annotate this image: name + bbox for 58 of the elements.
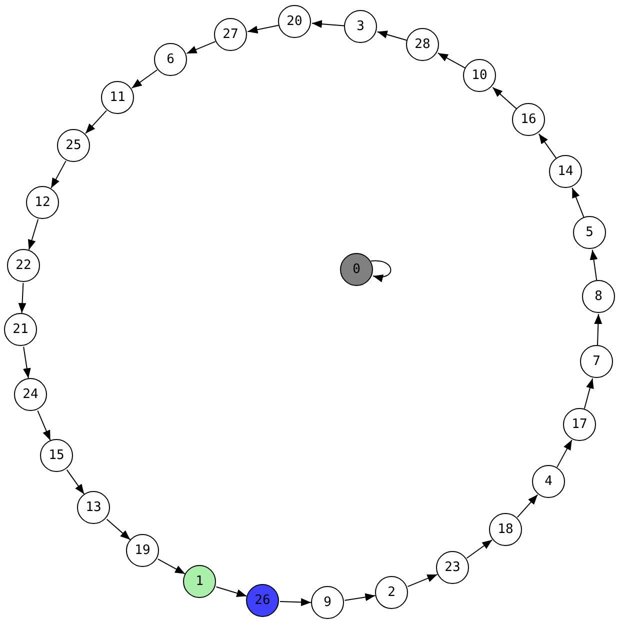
- graph-node: 19: [126, 534, 159, 567]
- graph-node: 6: [154, 43, 187, 76]
- arrow: [157, 558, 186, 574]
- graph-node: 5: [573, 216, 606, 249]
- arrow: [590, 249, 598, 281]
- graph-node: 16: [512, 103, 545, 136]
- graph-node: 10: [463, 59, 496, 92]
- arrow: [584, 378, 594, 410]
- arrow: [186, 41, 216, 54]
- graph-node: 1: [183, 565, 216, 598]
- graph-node: 13: [77, 491, 110, 524]
- arrow: [311, 20, 345, 28]
- arrow: [280, 598, 312, 606]
- arrow: [18, 282, 26, 314]
- arrow: [376, 30, 408, 41]
- graph-node: 21: [4, 313, 37, 346]
- arrow: [594, 314, 602, 346]
- graph-node: 22: [7, 249, 40, 282]
- graph-node: 25: [57, 129, 90, 162]
- graph-node: 4: [532, 465, 565, 498]
- graph-node: 24: [14, 378, 47, 411]
- graph-node: 20: [278, 5, 311, 38]
- arrow: [538, 133, 557, 159]
- graph-node: 17: [563, 408, 596, 441]
- arrow: [28, 218, 39, 250]
- graph-node: 7: [580, 345, 613, 378]
- arrow: [572, 187, 584, 218]
- graph-node: 15: [40, 439, 73, 472]
- graph-node: 23: [436, 551, 469, 584]
- graph-node: 0: [340, 253, 373, 286]
- graph-node: 12: [26, 186, 59, 219]
- arrow: [370, 260, 392, 282]
- arrow: [466, 539, 493, 559]
- graph-node: 11: [101, 81, 134, 114]
- arrow: [437, 52, 466, 68]
- graph-node: 18: [489, 513, 522, 546]
- arrow: [492, 86, 517, 110]
- arrow: [50, 160, 66, 189]
- arrow: [247, 24, 279, 34]
- graph-node: 26: [246, 584, 279, 617]
- arrow: [131, 69, 158, 89]
- arrow: [84, 110, 108, 134]
- arrow: [556, 439, 572, 468]
- arrow: [407, 574, 438, 588]
- arrow: [516, 494, 538, 518]
- graph-node: 9: [311, 586, 344, 619]
- arrow: [106, 518, 131, 540]
- graph-node: 27: [214, 18, 247, 51]
- graph-node: 8: [582, 280, 615, 313]
- graph-node: 14: [549, 155, 582, 188]
- graph-node: 3: [344, 10, 377, 43]
- arrow: [66, 469, 85, 495]
- arrow: [22, 346, 31, 379]
- graph-node: 28: [406, 28, 439, 61]
- arrow: [344, 593, 376, 602]
- arrow: [216, 586, 248, 598]
- arrow: [37, 410, 51, 441]
- graph-node: 2: [375, 576, 408, 609]
